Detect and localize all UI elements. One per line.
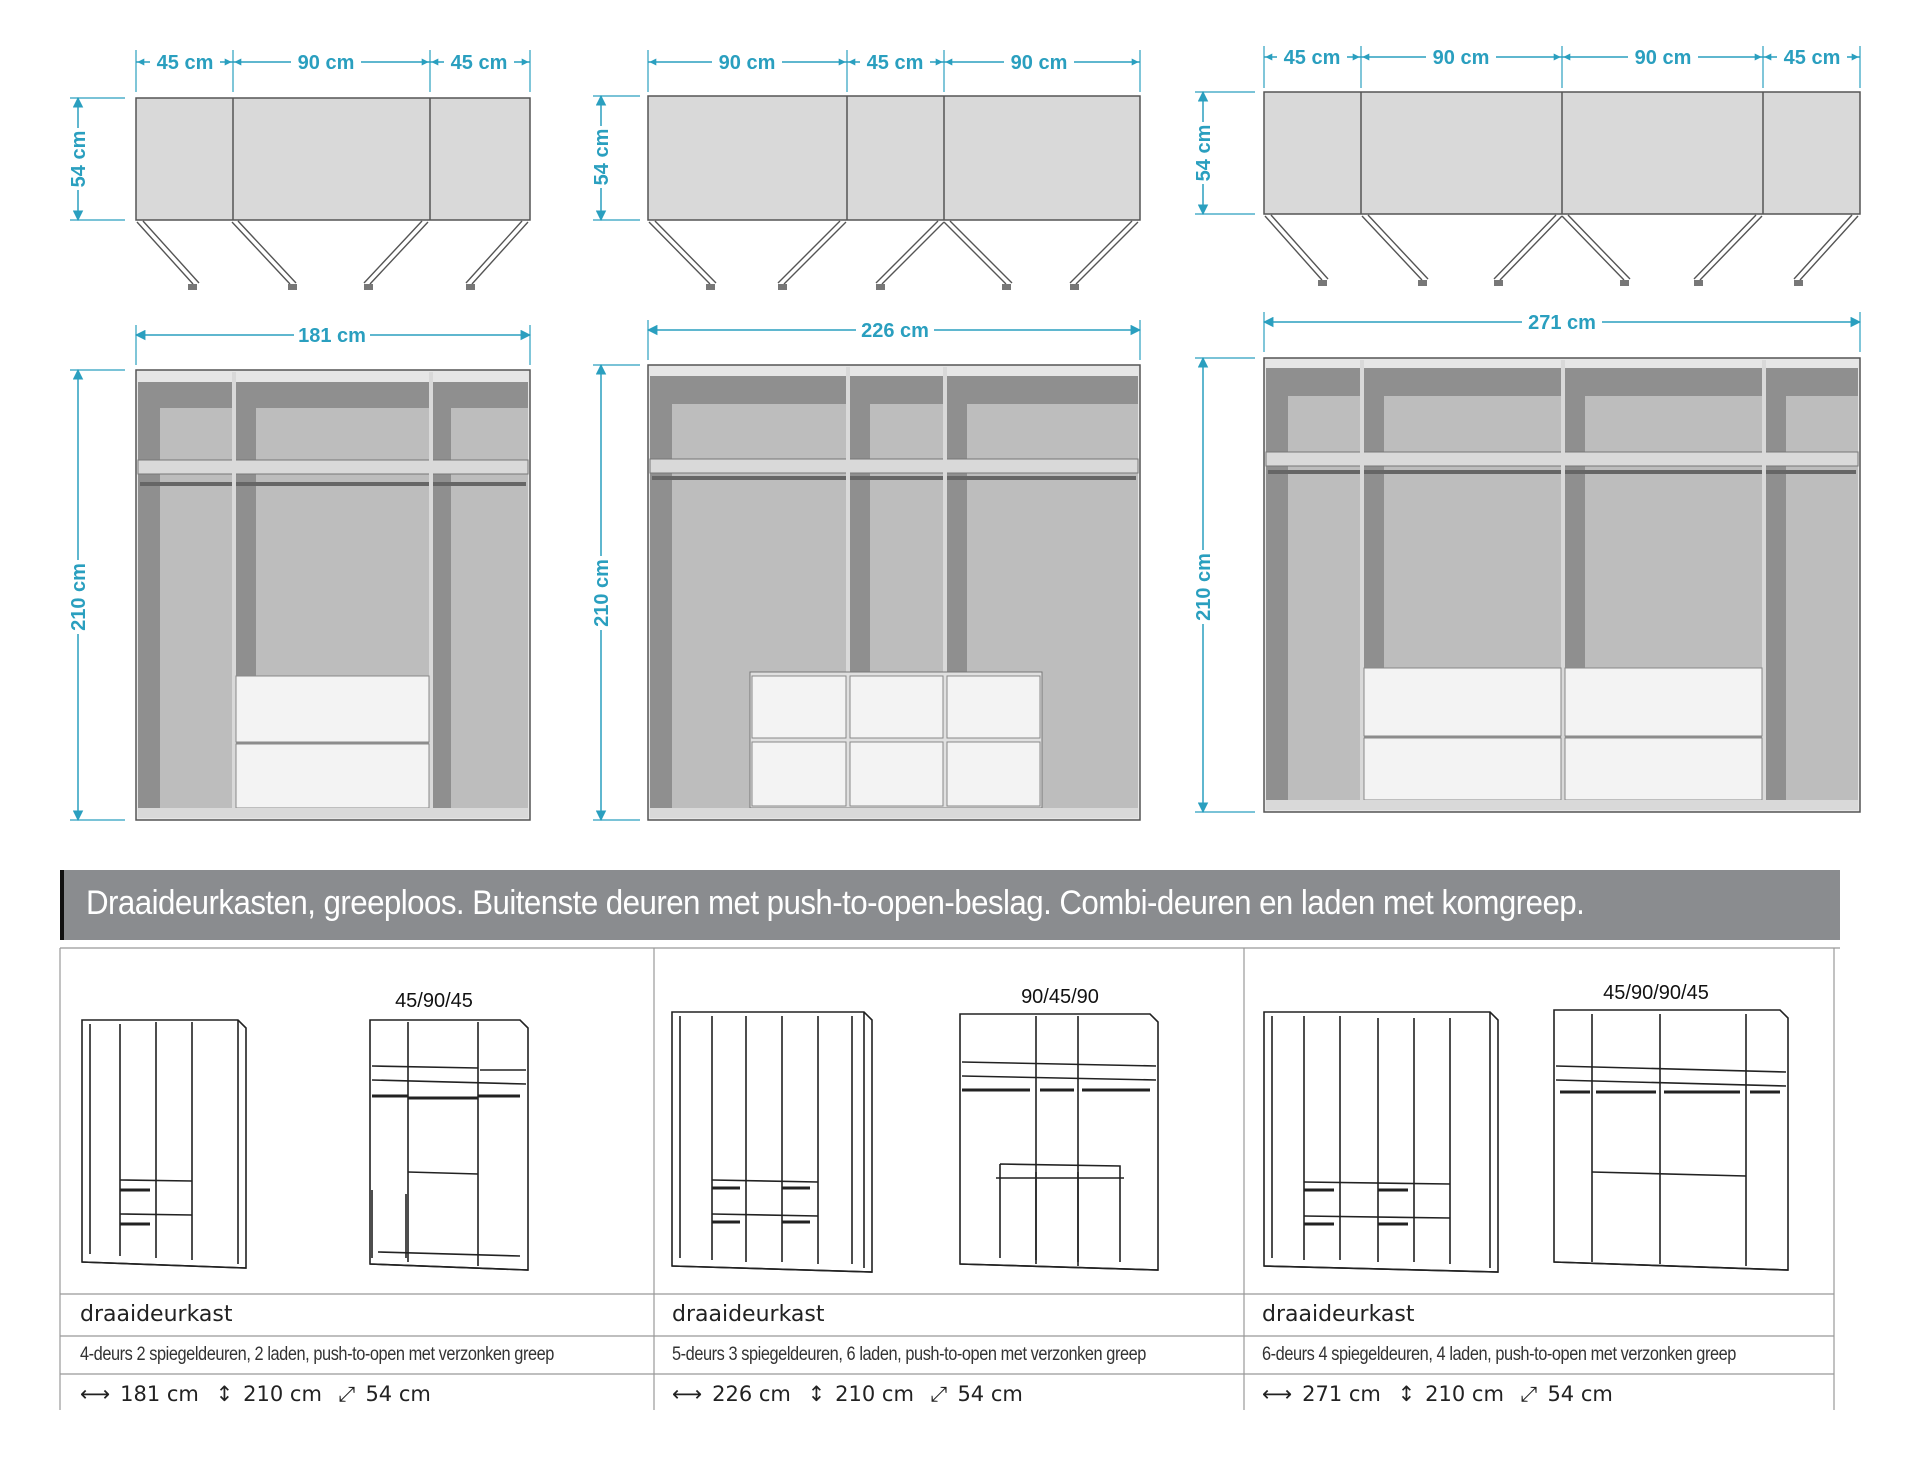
dim-w2-height: 210 cm bbox=[591, 559, 613, 627]
height-value-w2: 210 cm bbox=[835, 1382, 914, 1406]
dim-w2-top-3: 90 cm bbox=[1011, 52, 1068, 74]
wardrobe-1-top-view: 45 cm 90 cm 45 cm 54 cm bbox=[64, 50, 531, 290]
depth-value-w2: 54 cm bbox=[957, 1382, 1023, 1406]
dim-w2-top-1: 90 cm bbox=[719, 52, 776, 74]
product-description-w2: 5-deurs 3 spiegeldeuren, 6 laden, push-t… bbox=[672, 1344, 1146, 1365]
dim-w2-width: 226 cm bbox=[861, 320, 929, 342]
sketch-w2-closed bbox=[671, 1011, 873, 1273]
product-description-w3: 6-deurs 4 spiegeldeuren, 4 laden, push-t… bbox=[1262, 1344, 1736, 1365]
product-dims-w1: ⟷ 181 cm ↕ 210 cm ⤢ 54 cm bbox=[80, 1382, 441, 1407]
dim-w3-width: 271 cm bbox=[1528, 312, 1596, 334]
spec-table-grid bbox=[59, 947, 1840, 1410]
sketch-w3-closed bbox=[1263, 1011, 1499, 1273]
dim-w2-top-2: 45 cm bbox=[867, 52, 924, 74]
dim-w3-height: 210 cm bbox=[1193, 553, 1215, 621]
up-down-arrow-icon: ↕ bbox=[215, 1382, 234, 1406]
dim-w1-top-2: 90 cm bbox=[298, 52, 355, 74]
depth-value-w1: 54 cm bbox=[365, 1382, 431, 1406]
product-description-w1: 4-deurs 2 spiegeldeuren, 2 laden, push-t… bbox=[80, 1344, 554, 1365]
layout-label-w1: 45/90/45 bbox=[395, 990, 473, 1012]
diagonal-arrow-icon: ⤢ bbox=[930, 1382, 948, 1406]
dim-w1-top-1: 45 cm bbox=[157, 52, 214, 74]
dim-w3-top-4: 45 cm bbox=[1784, 47, 1841, 69]
diagonal-arrow-icon: ⤢ bbox=[1520, 1382, 1538, 1406]
up-down-arrow-icon: ↕ bbox=[807, 1382, 826, 1406]
dim-w1-top-3: 45 cm bbox=[451, 52, 508, 74]
dim-w3-depth: 54 cm bbox=[1193, 125, 1215, 182]
width-value-w3: 271 cm bbox=[1302, 1382, 1381, 1406]
dim-w3-top-1: 45 cm bbox=[1284, 47, 1341, 69]
diagonal-arrow-icon: ⤢ bbox=[338, 1382, 356, 1406]
banner-text: Draaideurkasten, greeploos. Buitenste de… bbox=[86, 884, 1585, 922]
dim-w3-top-2: 90 cm bbox=[1433, 47, 1490, 69]
sketch-w3-open bbox=[1553, 1009, 1789, 1271]
product-title-w1: draaideurkast bbox=[80, 1302, 233, 1327]
wardrobe-3-front-view: 271 cm 210 cm bbox=[1189, 310, 1862, 814]
depth-value-w3: 54 cm bbox=[1547, 1382, 1613, 1406]
product-title-w2: draaideurkast bbox=[672, 1302, 825, 1327]
wardrobe-3-top-view: 45 cm 90 cm 90 cm 45 cm 54 cm bbox=[1189, 45, 1861, 286]
layout-label-w2: 90/45/90 bbox=[1021, 986, 1099, 1008]
product-dims-w2: ⟷ 226 cm ↕ 210 cm ⤢ 54 cm bbox=[672, 1382, 1033, 1407]
width-value-w2: 226 cm bbox=[712, 1382, 791, 1406]
height-value-w3: 210 cm bbox=[1425, 1382, 1504, 1406]
product-dims-w3: ⟷ 271 cm ↕ 210 cm ⤢ 54 cm bbox=[1262, 1382, 1623, 1407]
wardrobe-2-front-view: 226 cm 210 cm bbox=[587, 318, 1142, 822]
info-banner: Draaideurkasten, greeploos. Buitenste de… bbox=[60, 870, 1840, 940]
dim-w1-depth: 54 cm bbox=[68, 131, 90, 188]
wardrobe-1-front-view: 181 cm 210 cm bbox=[64, 323, 532, 822]
dim-w2-depth: 54 cm bbox=[591, 129, 613, 186]
wardrobe-2-top-view: 90 cm 45 cm 90 cm 54 cm bbox=[587, 50, 1141, 290]
up-down-arrow-icon: ↕ bbox=[1397, 1382, 1416, 1406]
dim-w1-height: 210 cm bbox=[68, 563, 90, 631]
product-title-w3: draaideurkast bbox=[1262, 1302, 1415, 1327]
dim-w1-width: 181 cm bbox=[298, 325, 366, 347]
sketch-w2-open bbox=[959, 1013, 1159, 1271]
height-value-w1: 210 cm bbox=[243, 1382, 322, 1406]
sketch-w1-open bbox=[369, 1019, 529, 1271]
left-right-arrow-icon: ⟷ bbox=[672, 1382, 703, 1406]
width-value-w1: 181 cm bbox=[120, 1382, 199, 1406]
dim-w3-top-3: 90 cm bbox=[1635, 47, 1692, 69]
sketch-w1-closed bbox=[81, 1019, 247, 1269]
left-right-arrow-icon: ⟷ bbox=[80, 1382, 111, 1406]
left-right-arrow-icon: ⟷ bbox=[1262, 1382, 1293, 1406]
layout-label-w3: 45/90/90/45 bbox=[1603, 982, 1709, 1004]
